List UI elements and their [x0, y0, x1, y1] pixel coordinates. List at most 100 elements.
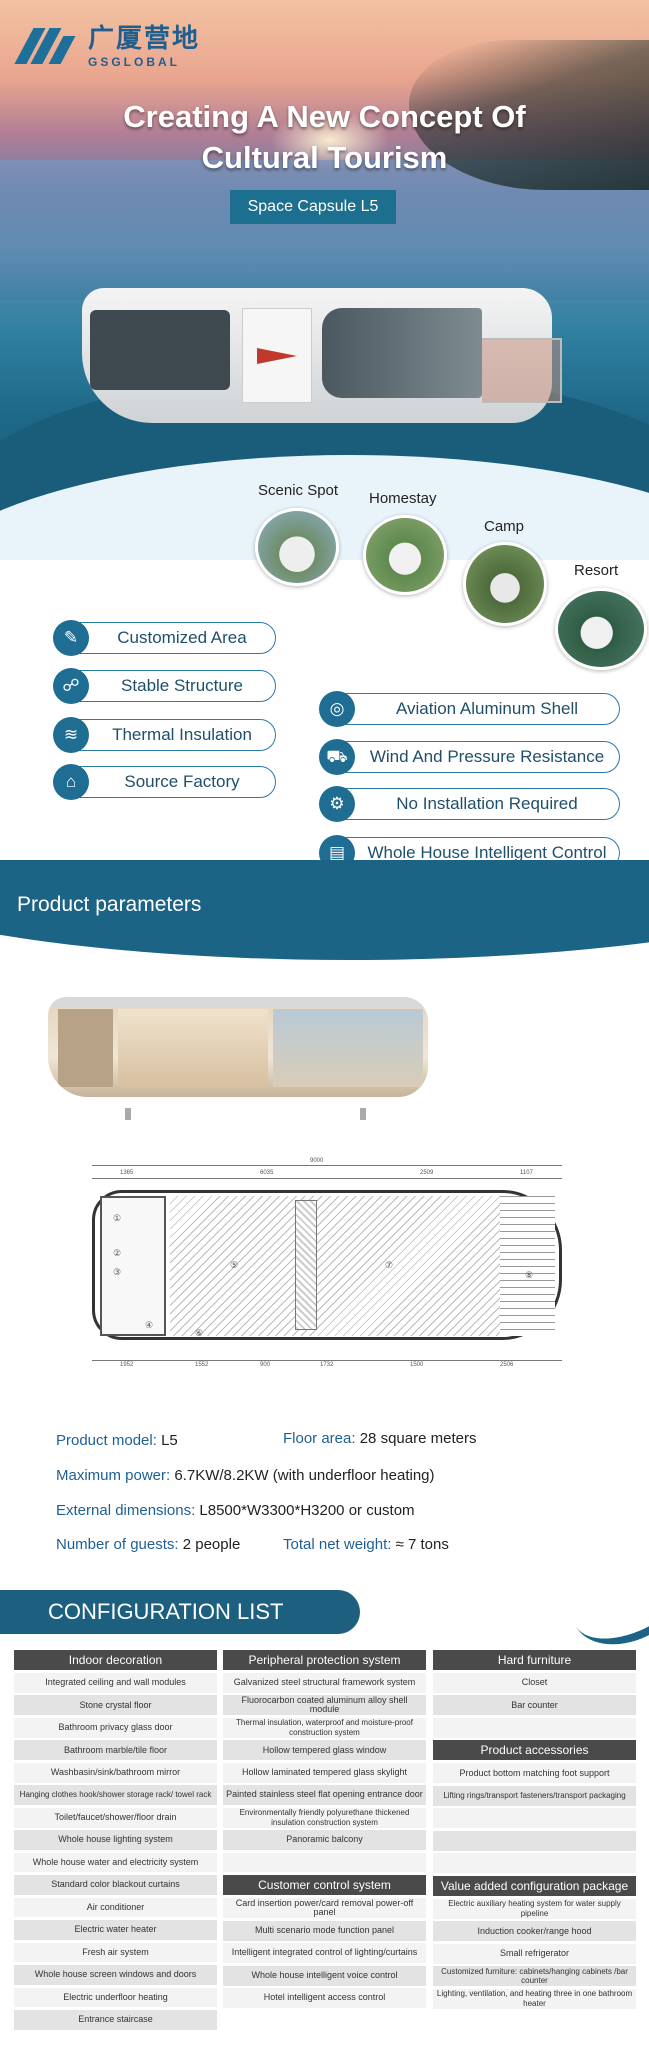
param-guests: Number of guests: 2 people: [56, 1536, 241, 1553]
config-item: Whole house lighting system: [14, 1830, 217, 1850]
config-item: Standard color blackout curtains: [14, 1875, 217, 1895]
floor-plan: 9000 1365 6035 2509 1107 ① ② ③ ④ ⑤ ⑥ ⑦ ⑧…: [60, 1158, 580, 1380]
config-item: Lighting, ventilation, and heating three…: [433, 1988, 636, 2009]
logo-icon: [14, 24, 80, 64]
feature-source-factory: ⌂ Source Factory: [53, 764, 276, 800]
config-item: Entrance staircase: [14, 2010, 217, 2030]
palm-trees: [409, 40, 649, 190]
network-icon: ☍: [53, 668, 89, 704]
brand-logo[interactable]: 广厦营地 GSGLOBAL: [14, 18, 201, 69]
config-header: Hard furniture: [433, 1650, 636, 1670]
foot-support: [125, 1108, 131, 1120]
param-floor-area: Floor area: 28 square meters: [283, 1430, 477, 1447]
plan-floor: [170, 1196, 500, 1336]
dim-top: 1107: [520, 1170, 533, 1176]
config-header: Indoor decoration: [14, 1650, 217, 1670]
config-header: Peripheral protection system: [223, 1650, 426, 1670]
config-item: Toilet/faucet/shower/floor drain: [14, 1807, 217, 1828]
config-item: Panoramic balcony: [223, 1830, 426, 1850]
feature-customized-area: ✎ Customized Area: [53, 620, 276, 656]
config-item: Galvanized steel structural framework sy…: [223, 1673, 426, 1693]
config-header: Value added configuration package: [433, 1875, 636, 1896]
plan-outline: [92, 1190, 562, 1340]
feature-thermal-insulation: ≋ Thermal Insulation: [53, 717, 276, 753]
config-header: Customer control system: [223, 1875, 426, 1896]
config-item: Fresh air system: [14, 1942, 217, 1963]
scene-label-camp: Camp: [484, 518, 525, 535]
factory-icon: ⌂: [53, 764, 89, 800]
config-item: Product bottom matching foot support: [433, 1763, 636, 1784]
layers-icon: ≋: [53, 717, 89, 753]
config-item: Washbasin/sink/bathroom mirror: [14, 1762, 217, 1783]
feature-aviation-aluminum-shell: ◎ Aviation Aluminum Shell: [319, 691, 620, 727]
product-parameters-title: Product parameters: [17, 893, 202, 916]
config-item: [433, 1853, 636, 1873]
config-item: Whole house intelligent voice control: [223, 1965, 426, 1986]
param-max-power: Maximum power: 6.7KW/8.2KW (with underfl…: [56, 1467, 435, 1484]
brand-name-cn: 广厦营地: [88, 24, 201, 54]
param-weight: Total net weight: ≈ 7 tons: [283, 1536, 449, 1553]
config-item: Small refrigerator: [433, 1943, 636, 1964]
config-item: Electric auxiliary heating system for wa…: [433, 1898, 636, 1919]
config-peripheral-column: Peripheral protection system Galvanized …: [223, 1650, 426, 2011]
config-item: Lifting rings/transport fasteners/transp…: [433, 1785, 636, 1806]
config-item: Intelligent integrated control of lighti…: [223, 1943, 426, 1964]
config-item: Painted stainless steel flat opening ent…: [223, 1785, 426, 1806]
scene-image-homestay: [363, 515, 447, 595]
hero-title-line1: Creating A New Concept Of: [123, 99, 526, 134]
config-item: Bathroom marble/tile floor: [14, 1740, 217, 1761]
config-item: Fluorocarbon coated aluminum alloy shell…: [223, 1695, 426, 1716]
config-hard-column: Hard furniture Closet Bar counter Produc…: [433, 1650, 636, 2011]
config-item: Electric underfloor heating: [14, 1987, 217, 2008]
feature-wind-pressure: ⛟ Wind And Pressure Resistance: [319, 739, 620, 775]
feature-stable-structure: ☍ Stable Structure: [53, 668, 276, 704]
config-item: Electric water heater: [14, 1920, 217, 1940]
decorative-swoop: [558, 1538, 649, 1662]
plan-bathroom: [100, 1196, 166, 1336]
config-item: Hotel intelligent access control: [223, 1988, 426, 2008]
tools-icon: ✎: [53, 620, 89, 656]
dim-top: 1365: [120, 1170, 134, 1176]
config-item: [223, 1852, 426, 1873]
config-item: Integrated ceiling and wall modules: [14, 1673, 217, 1693]
capsule-interior-photo: [48, 997, 428, 1097]
config-item: Thermal insulation, waterproof and moist…: [223, 1717, 426, 1738]
scene-image-camp: [463, 542, 547, 626]
aluminum-icon: ◎: [319, 691, 355, 727]
scene-image-scenic: [255, 508, 339, 586]
config-item: Closet: [433, 1673, 636, 1693]
hero-title-line2: Cultural Tourism: [201, 140, 448, 175]
param-dimensions: External dimensions: L8500*W3300*H3200 o…: [56, 1502, 415, 1519]
feature-no-installation: ⚙ No Installation Required: [319, 786, 620, 822]
scene-image-resort: [555, 588, 647, 670]
config-indoor-column: Indoor decoration Integrated ceiling and…: [14, 1650, 217, 2033]
gear-icon: ⚙: [319, 786, 355, 822]
dim-top: 2509: [420, 1170, 434, 1176]
config-item: [433, 1808, 636, 1829]
scene-label-homestay: Homestay: [369, 490, 437, 507]
config-item: Hollow laminated tempered glass skylight: [223, 1762, 426, 1783]
configuration-list-title: CONFIGURATION LIST: [0, 1590, 360, 1634]
config-item: [433, 1830, 636, 1851]
config-item: Stone crystal floor: [14, 1695, 217, 1716]
scene-label-resort: Resort: [574, 562, 619, 579]
capsule-image: [82, 278, 562, 438]
hero-subtitle: Space Capsule L5: [230, 190, 396, 224]
config-item: [433, 1717, 636, 1738]
dim-total: 9000: [310, 1158, 324, 1164]
plan-divider: [295, 1200, 317, 1330]
truck-icon: ⛟: [319, 739, 355, 775]
dim-top: 6035: [260, 1170, 274, 1176]
config-item: Induction cooker/range hood: [433, 1921, 636, 1942]
param-model: Product model: L5: [56, 1432, 178, 1449]
config-item: Environmentally friendly polyurethane th…: [223, 1807, 426, 1828]
config-item: Whole house screen windows and doors: [14, 1965, 217, 1985]
config-item: Whole house water and electricity system: [14, 1852, 217, 1873]
config-item: Card insertion power/card removal power-…: [223, 1898, 426, 1919]
config-header: Product accessories: [433, 1740, 636, 1761]
config-item: Bar counter: [433, 1695, 636, 1716]
product-parameters-band: [0, 860, 649, 960]
foot-support: [360, 1108, 366, 1120]
config-item: Air conditioner: [14, 1897, 217, 1918]
config-item: Hanging clothes hook/shower storage rack…: [14, 1785, 217, 1806]
